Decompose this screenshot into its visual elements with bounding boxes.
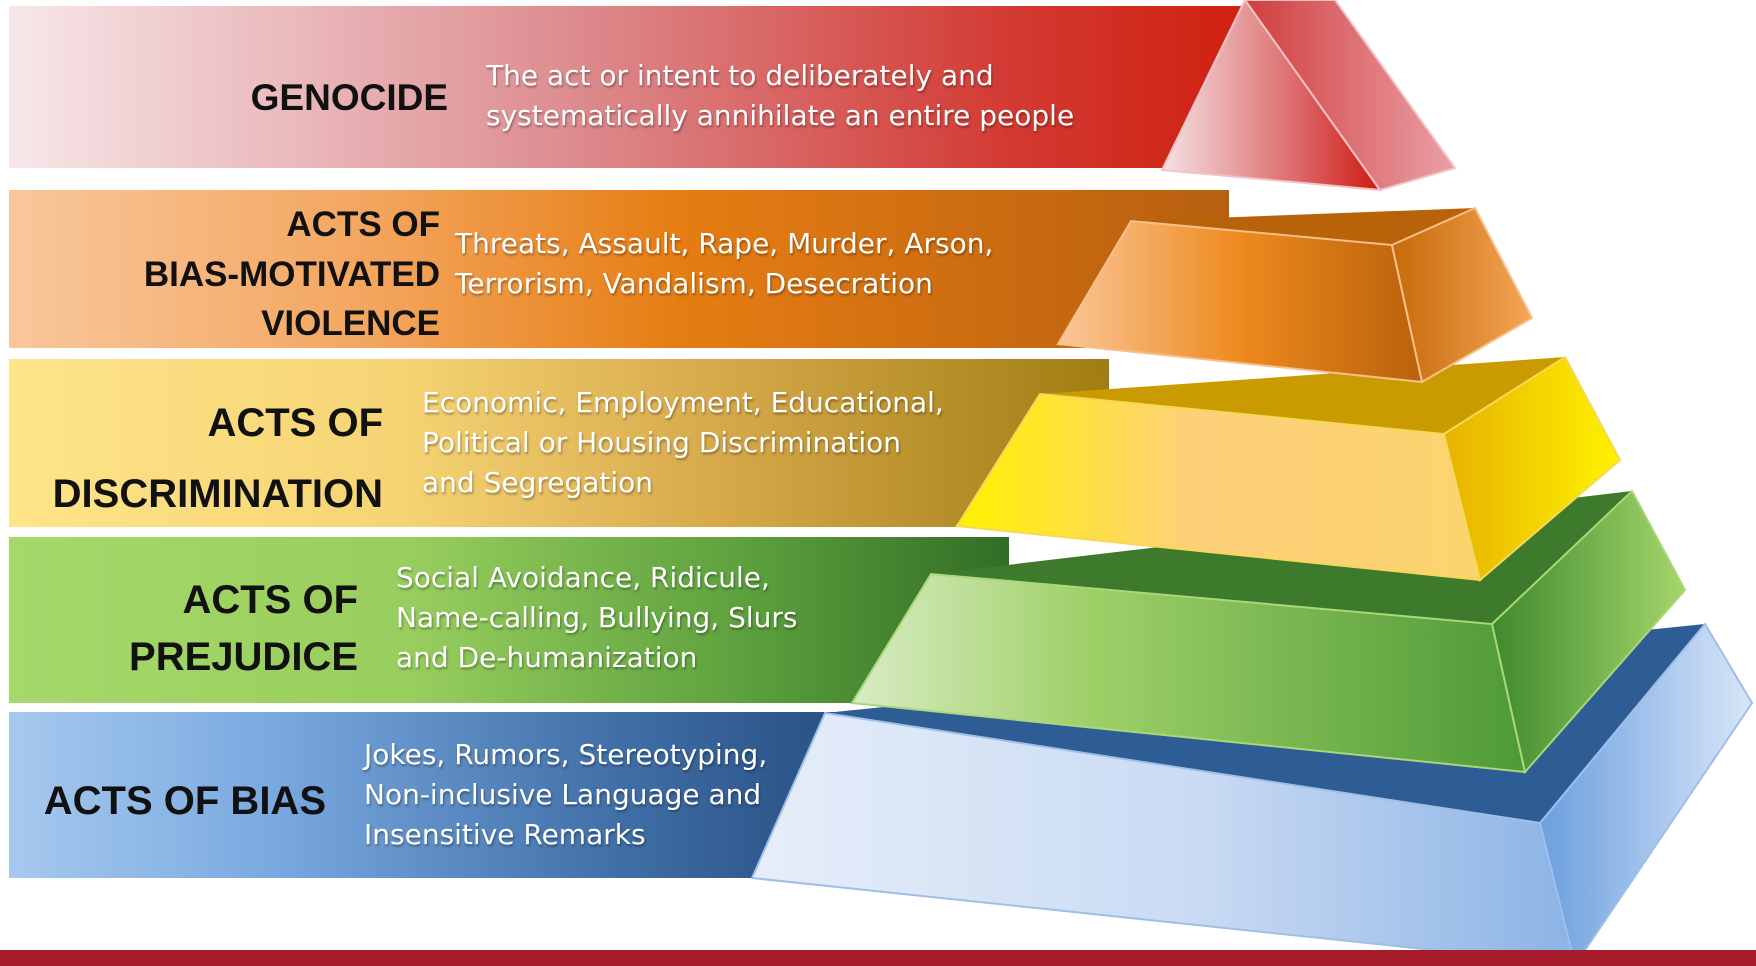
band-prejudice <box>9 537 1009 703</box>
pyramid-tier-genocide <box>1160 0 1457 192</box>
level-description-discrimination: Economic, Employment, Educational, Polit… <box>422 386 944 499</box>
band-bias <box>9 712 889 878</box>
band-discrimination <box>9 359 1109 527</box>
level-title-discrimination: ACTS OF DISCRIMINATION <box>52 401 383 517</box>
level-description-genocide: The act or intent to deliberately and sy… <box>486 59 1075 132</box>
pyramid-tier-violence <box>1056 206 1534 384</box>
level-title-genocide: GENOCIDE <box>250 77 448 118</box>
level-title-prejudice: ACTS OF PREJUDICE <box>129 578 358 679</box>
pyramid-tier-discrimination <box>955 355 1622 582</box>
level-title-bias: ACTS OF BIAS <box>43 779 326 823</box>
level-title-bias-motivated-violence: ACTS OF BIAS-MOTIVATED VIOLENCE <box>143 205 440 344</box>
level-description-prejudice: Social Avoidance, Ridicule, Name-calling… <box>396 561 798 674</box>
level-description-bias: Jokes, Rumors, Stereotyping, Non-inclusi… <box>364 738 768 851</box>
band-bias-motivated-violence <box>9 190 1229 348</box>
band-genocide <box>9 6 1259 168</box>
level-description-bias-motivated-violence: Threats, Assault, Rape, Murder, Arson, T… <box>455 227 994 300</box>
bottom-bar <box>0 950 1756 966</box>
